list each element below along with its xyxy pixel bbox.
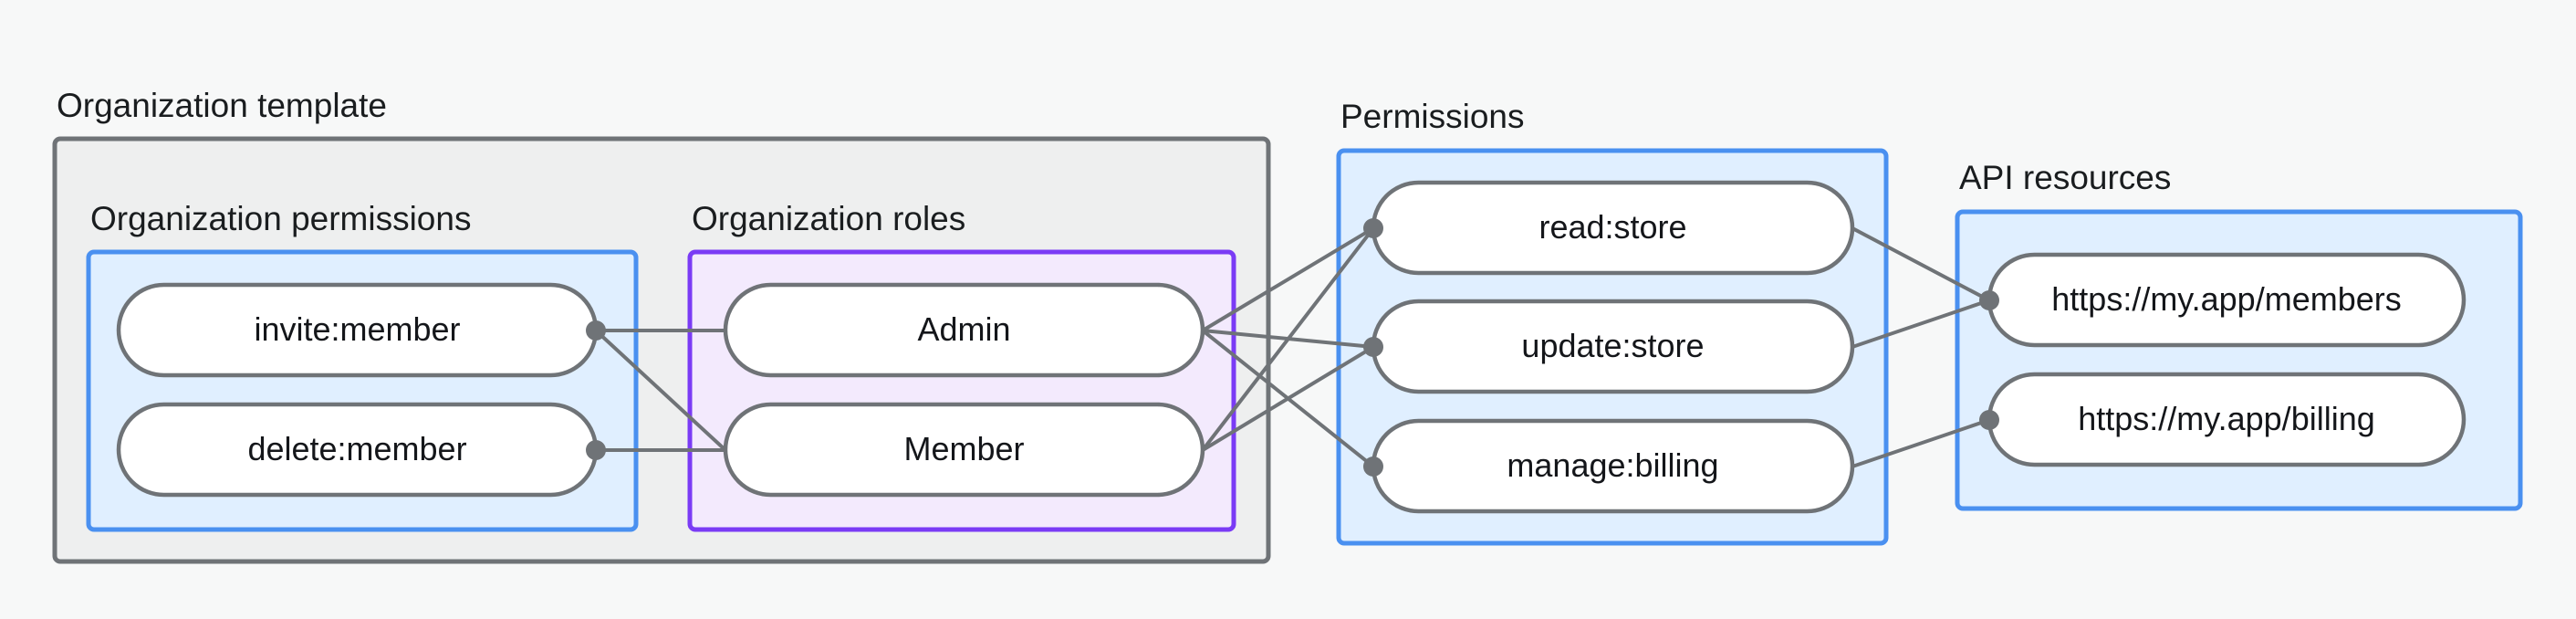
edge-invite-member-to-member <box>594 329 727 452</box>
edge-manage-billing-to-api-billing <box>1851 418 1990 468</box>
connection-edges-layer <box>594 226 1990 468</box>
node-label-invite-member: invite:member <box>254 310 460 348</box>
dot-manage-billing-in <box>1363 456 1383 477</box>
dot-invite-member-out <box>586 320 606 341</box>
node-label-api-members: https://my.app/members <box>2051 280 2401 318</box>
node-admin[interactable]: Admin <box>723 282 1205 378</box>
node-label-read-store: read:store <box>1538 208 1686 246</box>
edge-update-store-to-api-members <box>1851 299 1990 349</box>
node-label-member: Member <box>903 430 1024 467</box>
edge-member-to-update-store <box>1201 345 1375 452</box>
group-label-org-template: Organization template <box>57 87 387 124</box>
node-shape-admin <box>723 282 1205 378</box>
node-delete-member[interactable]: delete:member <box>116 402 599 498</box>
edge-read-store-to-api-members <box>1851 226 1990 302</box>
node-invite-member[interactable]: invite:member <box>116 282 599 378</box>
node-label-manage-billing: manage:billing <box>1507 446 1718 484</box>
node-label-api-billing: https://my.app/billing <box>2078 400 2375 437</box>
node-label-update-store: update:store <box>1521 327 1704 364</box>
dot-update-store-in <box>1363 337 1383 357</box>
edge-member-to-read-store <box>1201 226 1375 452</box>
dot-delete-member-out <box>586 440 606 460</box>
dot-read-store-in <box>1363 218 1383 238</box>
node-label-admin: Admin <box>917 310 1010 348</box>
node-update-store[interactable]: update:store <box>1371 299 1855 394</box>
group-label-org-permissions: Organization permissions <box>90 200 471 237</box>
node-read-store[interactable]: read:store <box>1371 180 1855 276</box>
node-label-delete-member: delete:member <box>247 430 466 467</box>
edge-admin-to-read-store <box>1201 226 1375 332</box>
node-member[interactable]: Member <box>723 402 1205 498</box>
group-label-permissions: Permissions <box>1340 98 1525 135</box>
dot-api-members-in <box>1979 290 1999 310</box>
connector-dots-layer <box>586 218 1999 477</box>
node-api-members[interactable]: https://my.app/members <box>1987 252 2466 348</box>
dot-api-billing-in <box>1979 410 1999 430</box>
node-manage-billing[interactable]: manage:billing <box>1371 418 1855 514</box>
group-label-api-resources: API resources <box>1959 159 2171 196</box>
node-shape-member <box>723 402 1205 498</box>
node-api-billing[interactable]: https://my.app/billing <box>1987 372 2466 467</box>
group-label-org-roles: Organization roles <box>692 200 965 237</box>
